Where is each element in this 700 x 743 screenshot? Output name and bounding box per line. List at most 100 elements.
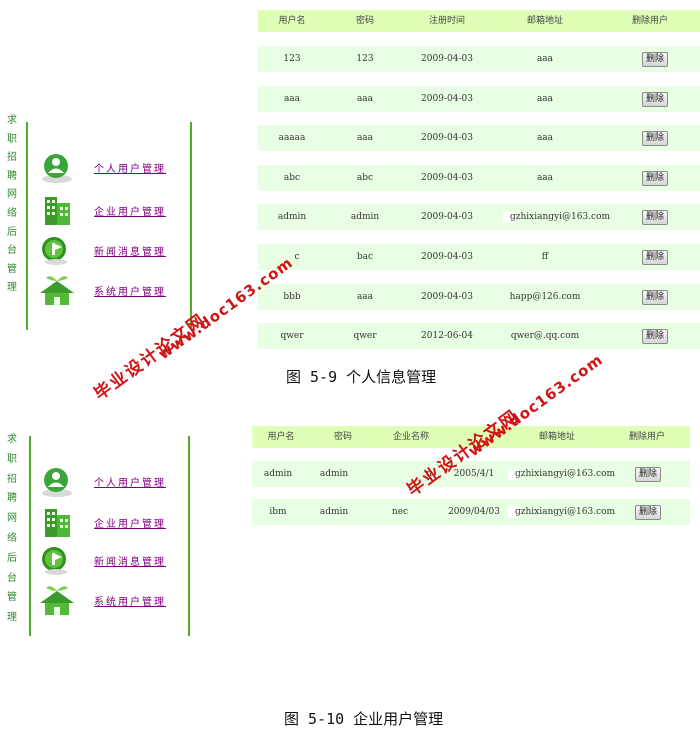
side-title: 求 职 招 聘 网 络 后 台 管 理	[7, 434, 17, 624]
delete-button[interactable]: 删除	[642, 171, 669, 186]
cell-email: gzhixiangyi@163.com	[515, 469, 616, 479]
cell-register-time: 2009-04-03	[421, 252, 473, 262]
table-row: ibm admin nec 2009/04/03 gzhixiangyi@163…	[252, 499, 690, 525]
table-row: 123 123 2009-04-03 aaa 删除	[258, 46, 700, 72]
cell-email: happ@126.com	[509, 292, 581, 302]
side-title: 求 职 招 聘 网 络 后 台 管 理	[7, 115, 17, 294]
header-register-time: 注册时间	[428, 16, 465, 26]
nav-label[interactable]: 个人用户管理	[94, 164, 166, 175]
cell-register-time: 2009-04-03	[421, 212, 473, 222]
cell-username: c	[294, 252, 300, 262]
header-company-name: 企业名称	[392, 432, 429, 442]
cell-password: admin	[350, 212, 380, 222]
delete-button[interactable]: 删除	[642, 131, 669, 146]
table-row: admin admin 2009-04-03 gzhixiangyi@163.c…	[258, 204, 700, 230]
cell-password: qwer	[353, 331, 377, 341]
news-icon	[42, 237, 67, 265]
nav-label[interactable]: 企业用户管理	[94, 519, 166, 530]
nav-item-personal-users[interactable]: 个人用户管理	[36, 152, 186, 183]
nav-item-personal-users[interactable]: 个人用户管理	[36, 466, 186, 497]
table-row: aaaaa aaa 2009-04-03 aaa 删除	[258, 125, 700, 151]
delete-button[interactable]: 删除	[642, 250, 669, 265]
delete-button[interactable]: 删除	[642, 290, 669, 305]
house-plant-icon	[40, 276, 74, 305]
table-row: qwer qwer 2012-06-04 qwer@.qq.com 删除	[258, 323, 700, 349]
sidebar-left-border	[29, 436, 31, 636]
table-row: aaa aaa 2009-04-03 aaa 删除	[258, 86, 700, 112]
watermark-title: 毕业设计论文网	[90, 310, 210, 405]
cell-username: 123	[283, 54, 301, 64]
nav-item-system-users[interactable]: 系统用户管理	[36, 585, 186, 615]
person-icon	[42, 468, 72, 497]
redaction-box	[508, 469, 519, 480]
cell-register-time: 2009/04/03	[448, 507, 500, 517]
cell-username: bbb	[283, 292, 301, 302]
house-plant-icon	[40, 586, 74, 615]
cell-password: aaa	[356, 133, 374, 143]
cell-username: aaaaa	[278, 133, 306, 143]
cell-company: n	[426, 469, 432, 479]
cell-email: aaa	[536, 94, 554, 104]
building-icon	[45, 509, 70, 537]
nav-label[interactable]: 个人用户管理	[94, 478, 166, 489]
cell-email: aaa	[536, 173, 554, 183]
nav-item-system-users[interactable]: 系统用户管理	[36, 275, 186, 305]
cell-company: nec	[391, 507, 409, 517]
cell-password: admin	[319, 469, 349, 479]
table-row: abc abc 2009-04-03 aaa 删除	[258, 165, 700, 191]
header-email: 邮箱地址	[526, 16, 563, 26]
sidebar-right-border	[190, 122, 192, 330]
cell-email: ff	[541, 252, 549, 262]
figure-caption-5-10: 图 5-10 企业用户管理	[284, 710, 444, 728]
cell-email: gzhixiangyi@163.com	[515, 507, 616, 517]
cell-register-time: 2009-04-03	[421, 94, 473, 104]
delete-button[interactable]: 删除	[635, 505, 662, 520]
header-delete-user: 删除用户	[628, 432, 665, 442]
nav-label[interactable]: 系统用户管理	[94, 287, 166, 298]
header-password: 密码	[355, 16, 374, 26]
cell-register-time: 2009-04-03	[421, 292, 473, 302]
nav-item-enterprise-users[interactable]: 企业用户管理	[36, 195, 186, 225]
header-password: 密码	[333, 432, 352, 442]
nav-item-enterprise-users[interactable]: 企业用户管理	[36, 507, 186, 537]
redaction-box	[503, 212, 514, 223]
delete-button[interactable]: 删除	[642, 92, 669, 107]
cell-register-time: 2009-04-03	[421, 133, 473, 143]
nav-label[interactable]: 新闻消息管理	[94, 557, 166, 568]
delete-button[interactable]: 删除	[635, 467, 662, 482]
header-username: 用户名	[267, 432, 295, 442]
table-row: bbb aaa 2009-04-03 happ@126.com 删除	[258, 284, 700, 310]
building-icon	[45, 197, 70, 225]
cell-password: abc	[356, 173, 374, 183]
table-row: c bac 2009-04-03 ff 删除	[258, 244, 700, 270]
header-email: 邮箱地址	[538, 432, 575, 442]
cell-username: abc	[283, 173, 301, 183]
header-delete-user: 删除用户	[631, 16, 668, 26]
cell-email: gzhixiangyi@163.com	[510, 212, 611, 222]
table-header: 用户名 密码 注册时间 邮箱地址 删除用户	[258, 10, 700, 32]
cell-email: qwer@.qq.com	[510, 331, 580, 341]
cell-register-time: 2005/4/1	[453, 469, 495, 479]
nav-item-news[interactable]: 新闻消息管理	[36, 545, 186, 575]
cell-register-time: 2009-04-03	[421, 173, 473, 183]
cell-email: aaa	[536, 133, 554, 143]
cell-register-time: 2009-04-03	[421, 54, 473, 64]
redaction-box	[508, 507, 519, 518]
cell-email: aaa	[536, 54, 554, 64]
nav-item-news[interactable]: 新闻消息管理	[36, 235, 186, 265]
delete-button[interactable]: 删除	[642, 329, 669, 344]
cell-username: aaa	[283, 94, 301, 104]
cell-register-time: 2012-06-04	[421, 331, 473, 341]
delete-button[interactable]: 删除	[642, 210, 669, 225]
nav-label[interactable]: 新闻消息管理	[94, 247, 166, 258]
cell-password: 123	[356, 54, 374, 64]
nav-label[interactable]: 企业用户管理	[94, 207, 166, 218]
cell-username: admin	[277, 212, 307, 222]
nav-label[interactable]: 系统用户管理	[94, 597, 166, 608]
sidebar-right-border	[188, 436, 190, 636]
cell-username: qwer	[280, 331, 304, 341]
cell-password: bac	[356, 252, 374, 262]
cell-password: admin	[319, 507, 349, 517]
news-icon	[42, 547, 67, 575]
delete-button[interactable]: 删除	[642, 52, 669, 67]
